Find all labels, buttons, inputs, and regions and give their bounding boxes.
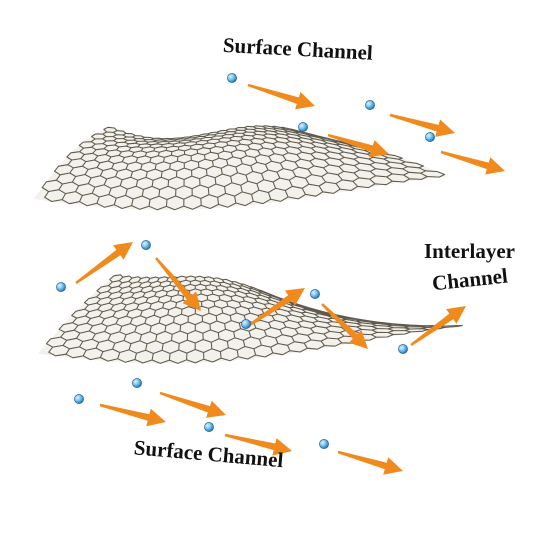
ion-dot	[204, 422, 214, 432]
flow-arrow	[247, 83, 315, 110]
flow-arrow	[440, 150, 505, 175]
flow-arrow	[155, 257, 201, 311]
ions	[56, 73, 435, 449]
flow-arrow	[224, 433, 292, 456]
ion-dot	[74, 394, 84, 404]
ion-dot	[141, 240, 151, 250]
interlayer-label-line2: Channel	[431, 264, 509, 296]
flow-arrow	[389, 113, 455, 137]
ion-dot	[319, 439, 329, 449]
flow-arrow	[75, 242, 133, 284]
flow-arrow	[247, 288, 305, 327]
flow-arrow	[159, 391, 226, 418]
surface-channel-bottom-label: Surface Channel	[133, 435, 285, 472]
ion-dot	[298, 122, 308, 132]
ion-dot	[425, 132, 435, 142]
interlayer-label-line1: Interlayer	[424, 239, 515, 263]
ion-flow-arrows	[75, 83, 505, 475]
ion-dot	[310, 289, 320, 299]
flow-arrow	[99, 403, 166, 427]
flow-arrow	[321, 303, 368, 349]
flow-arrow	[327, 133, 389, 158]
ion-dot	[365, 100, 375, 110]
flow-arrow	[337, 450, 403, 475]
flow-arrow	[410, 306, 466, 346]
ion-dot	[241, 319, 251, 329]
ion-dot	[56, 282, 66, 292]
graphene-sheet-bottom-lattice	[45, 274, 463, 364]
surface-channel-top-label: Surface Channel	[222, 33, 373, 65]
graphene-sheet-top-lattice	[41, 125, 446, 211]
ion-dot	[227, 73, 237, 83]
graphene-sheet-top	[34, 125, 448, 211]
ion-dot	[132, 378, 142, 388]
ion-dot	[398, 344, 408, 354]
